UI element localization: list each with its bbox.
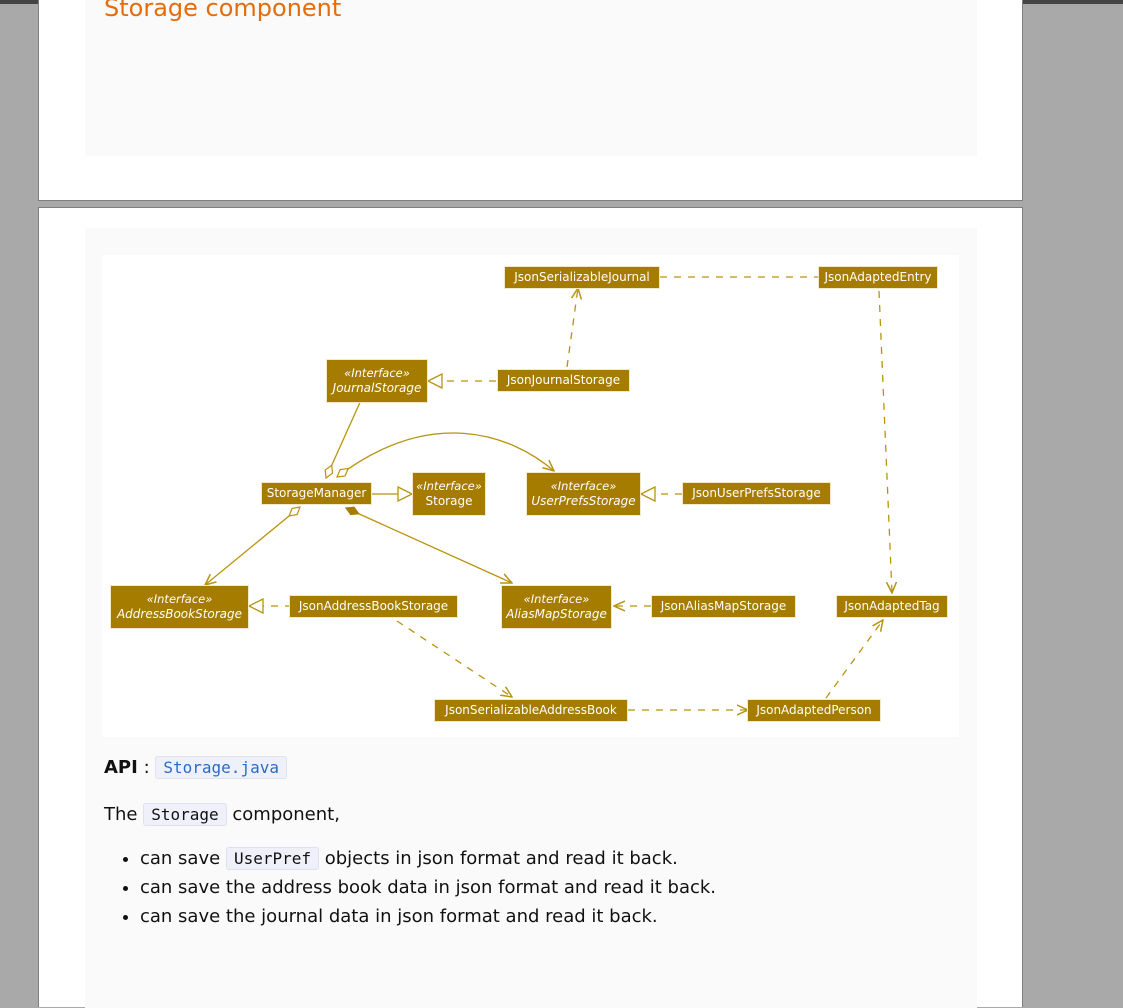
class-json-adapted-entry: JsonAdaptedEntry	[818, 266, 938, 289]
class-json-address-book-storage: JsonAddressBookStorage	[289, 595, 458, 618]
page-current: JsonSerializableJournal JsonAdaptedEntry…	[38, 207, 1023, 1008]
list-item-text: can save	[140, 848, 221, 869]
class-name: JsonSerializableJournal	[514, 270, 650, 284]
class-json-user-prefs-storage: JsonUserPrefsStorage	[682, 482, 831, 505]
class-name: JsonAdaptedEntry	[824, 270, 932, 284]
inline-code-userpref: UserPref	[225, 847, 319, 870]
class-json-adapted-tag: JsonAdaptedTag	[836, 595, 948, 618]
list-item: can save the journal data in json format…	[140, 902, 716, 931]
class-name: Storage	[425, 494, 473, 508]
intro-suffix: component,	[232, 804, 340, 825]
api-line: API : Storage.java	[104, 756, 287, 779]
list-item: can save UserPref objects in json format…	[140, 844, 716, 873]
list-item-text: objects in json format and read it back.	[324, 848, 678, 869]
class-json-alias-map-storage: JsonAliasMapStorage	[651, 595, 796, 618]
page-previous: Storage component	[38, 0, 1023, 201]
class-json-serializable-address-book: JsonSerializableAddressBook	[434, 699, 628, 722]
interface-address-book-storage: «Interface»AddressBookStorage	[110, 585, 249, 629]
class-name: JournalStorage	[332, 381, 422, 395]
class-name: JsonUserPrefsStorage	[692, 486, 821, 500]
storage-java-link[interactable]: Storage.java	[155, 756, 287, 779]
list-item-text: can save the journal data in json format…	[140, 906, 658, 927]
intro-paragraph: The Storage component,	[104, 803, 340, 826]
stereotype: «Interface»	[146, 592, 213, 606]
interface-storage: «Interface»Storage	[412, 472, 486, 516]
class-name: AliasMapStorage	[506, 607, 607, 621]
class-name: JsonSerializableAddressBook	[445, 703, 617, 717]
inline-code-storage: Storage	[143, 803, 227, 826]
stereotype: «Interface»	[416, 479, 482, 493]
diagram-connectors	[102, 255, 959, 737]
class-name: JsonAddressBookStorage	[298, 599, 449, 613]
storage-class-diagram: JsonSerializableJournal JsonAdaptedEntry…	[102, 255, 959, 737]
class-storage-manager: StorageManager	[261, 482, 372, 505]
class-name: JsonJournalStorage	[506, 373, 621, 387]
stereotype: «Interface»	[344, 366, 410, 380]
api-label: API	[104, 757, 138, 778]
class-json-serializable-journal: JsonSerializableJournal	[504, 266, 660, 289]
content-area	[85, 0, 977, 156]
class-json-journal-storage: JsonJournalStorage	[497, 369, 630, 392]
class-name: AddressBookStorage	[116, 607, 243, 621]
interface-journal-storage: «Interface»JournalStorage	[326, 359, 428, 403]
class-name: JsonAdaptedPerson	[756, 703, 872, 717]
interface-alias-map-storage: «Interface»AliasMapStorage	[501, 585, 612, 629]
stereotype: «Interface»	[550, 479, 617, 493]
list-item-text: can save the address book data in json f…	[140, 877, 717, 898]
class-name: JsonAdaptedTag	[844, 599, 940, 613]
class-name: StorageManager	[266, 486, 367, 500]
stereotype: «Interface»	[523, 592, 590, 606]
interface-user-prefs-storage: «Interface»UserPrefsStorage	[526, 472, 641, 516]
intro-prefix: The	[104, 804, 138, 825]
list-item: can save the address book data in json f…	[140, 873, 716, 902]
class-json-adapted-person: JsonAdaptedPerson	[747, 699, 881, 722]
api-separator: :	[143, 757, 150, 778]
class-name: JsonAliasMapStorage	[660, 599, 787, 613]
class-name: UserPrefsStorage	[531, 494, 636, 508]
capability-list: can save UserPref objects in json format…	[104, 844, 716, 931]
section-heading: Storage component	[104, 0, 342, 22]
